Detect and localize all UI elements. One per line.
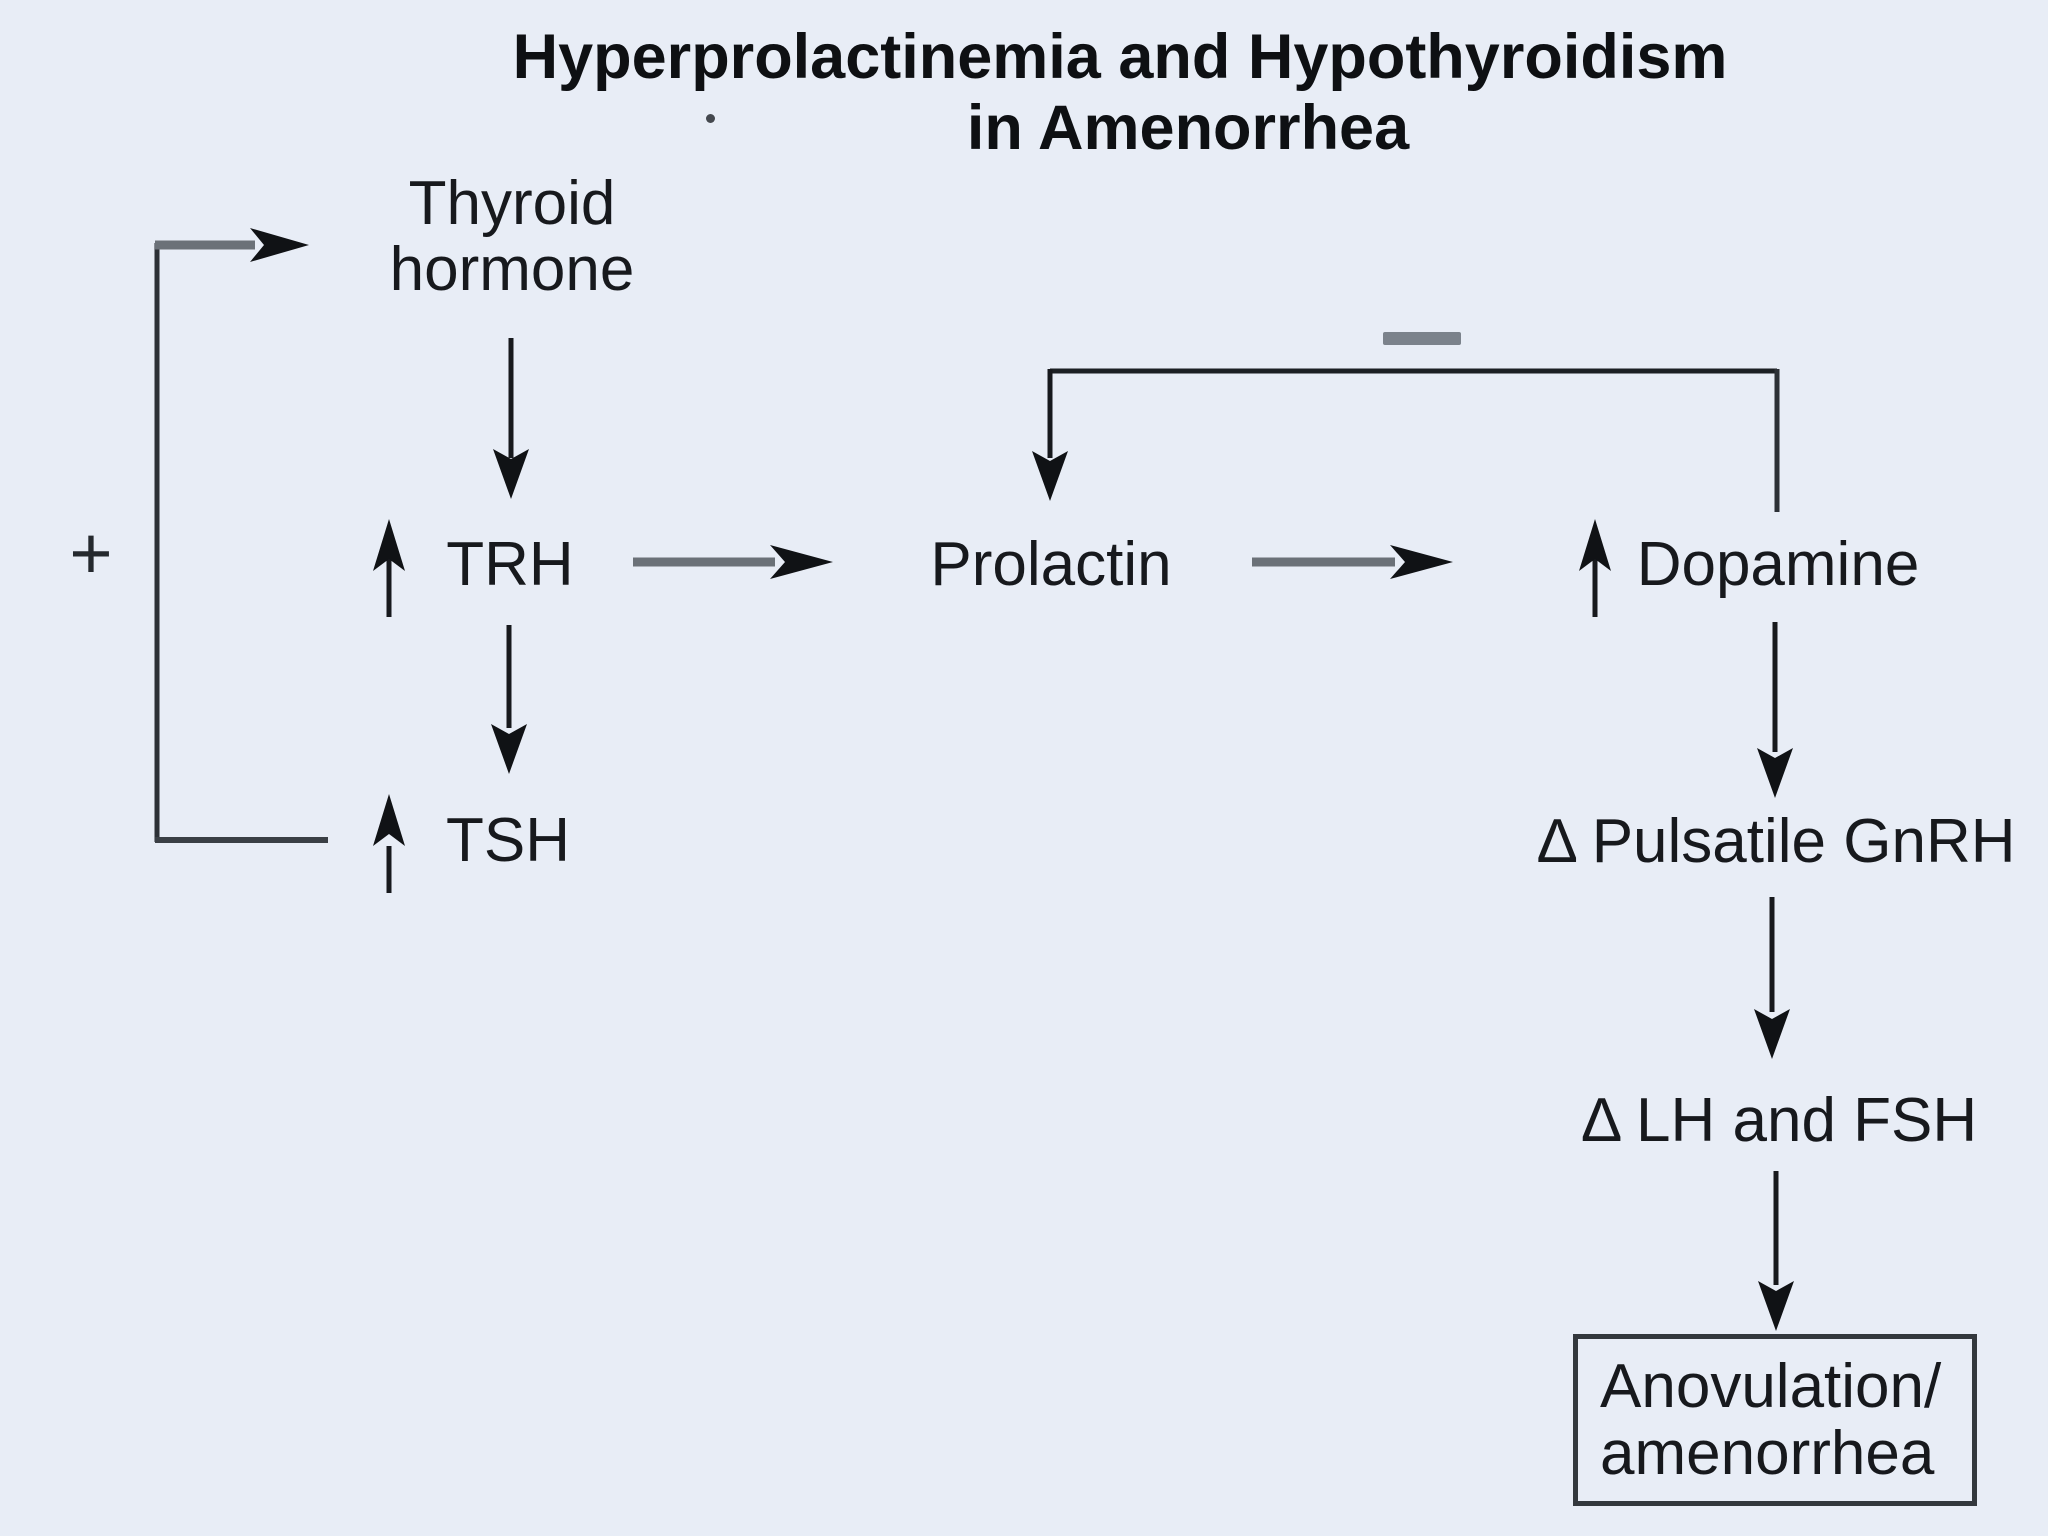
arrow-gnrh-to-lhfsh <box>1754 897 1790 1059</box>
node-trh: TRH <box>446 530 574 599</box>
node-prolactin: Prolactin <box>930 530 1172 599</box>
arrow-thyroid-to-trh <box>493 338 529 499</box>
arrow-lhfsh-to-outcome <box>1758 1171 1794 1331</box>
arrow-prolactin-to-dopamine <box>1252 545 1453 579</box>
diagram-title-line2: in Amenorrhea <box>966 93 1410 163</box>
node-tsh: TSH <box>446 806 570 875</box>
increase-arrow-tsh-icon <box>373 794 405 893</box>
stray-dot <box>706 114 715 123</box>
outcome-line1: Anovulation/ <box>1600 1352 1942 1421</box>
negative-feedback-path <box>1032 368 1780 512</box>
outcome-line2: amenorrhea <box>1600 1419 1935 1488</box>
positive-feedback-path <box>154 228 328 843</box>
arrow-trh-to-prolactin <box>633 545 833 579</box>
positive-feedback-sign: + <box>69 511 113 595</box>
node-dopamine: Dopamine <box>1636 530 1920 599</box>
node-thyroid-hormone: Thyroid hormone <box>390 171 635 303</box>
arrow-trh-to-tsh <box>491 625 527 774</box>
outcome-box: Anovulation/ amenorrhea <box>1573 1334 1977 1506</box>
node-thyroid-hormone-line1: Thyroid <box>408 169 616 238</box>
arrow-dopamine-to-gnrh <box>1757 622 1793 798</box>
diagram-title-line1: Hyperprolactinemia and Hypothyroidism <box>512 22 1728 92</box>
increase-arrow-trh-icon <box>373 519 405 617</box>
increase-arrow-dopamine-icon <box>1579 519 1611 617</box>
node-pulsatile-gnrh: Δ Pulsatile GnRH <box>1536 807 2016 876</box>
negative-feedback-icon <box>1383 332 1461 345</box>
node-lh-and-fsh: Δ LH and FSH <box>1580 1086 1978 1155</box>
node-thyroid-hormone-line2: hormone <box>389 235 635 304</box>
